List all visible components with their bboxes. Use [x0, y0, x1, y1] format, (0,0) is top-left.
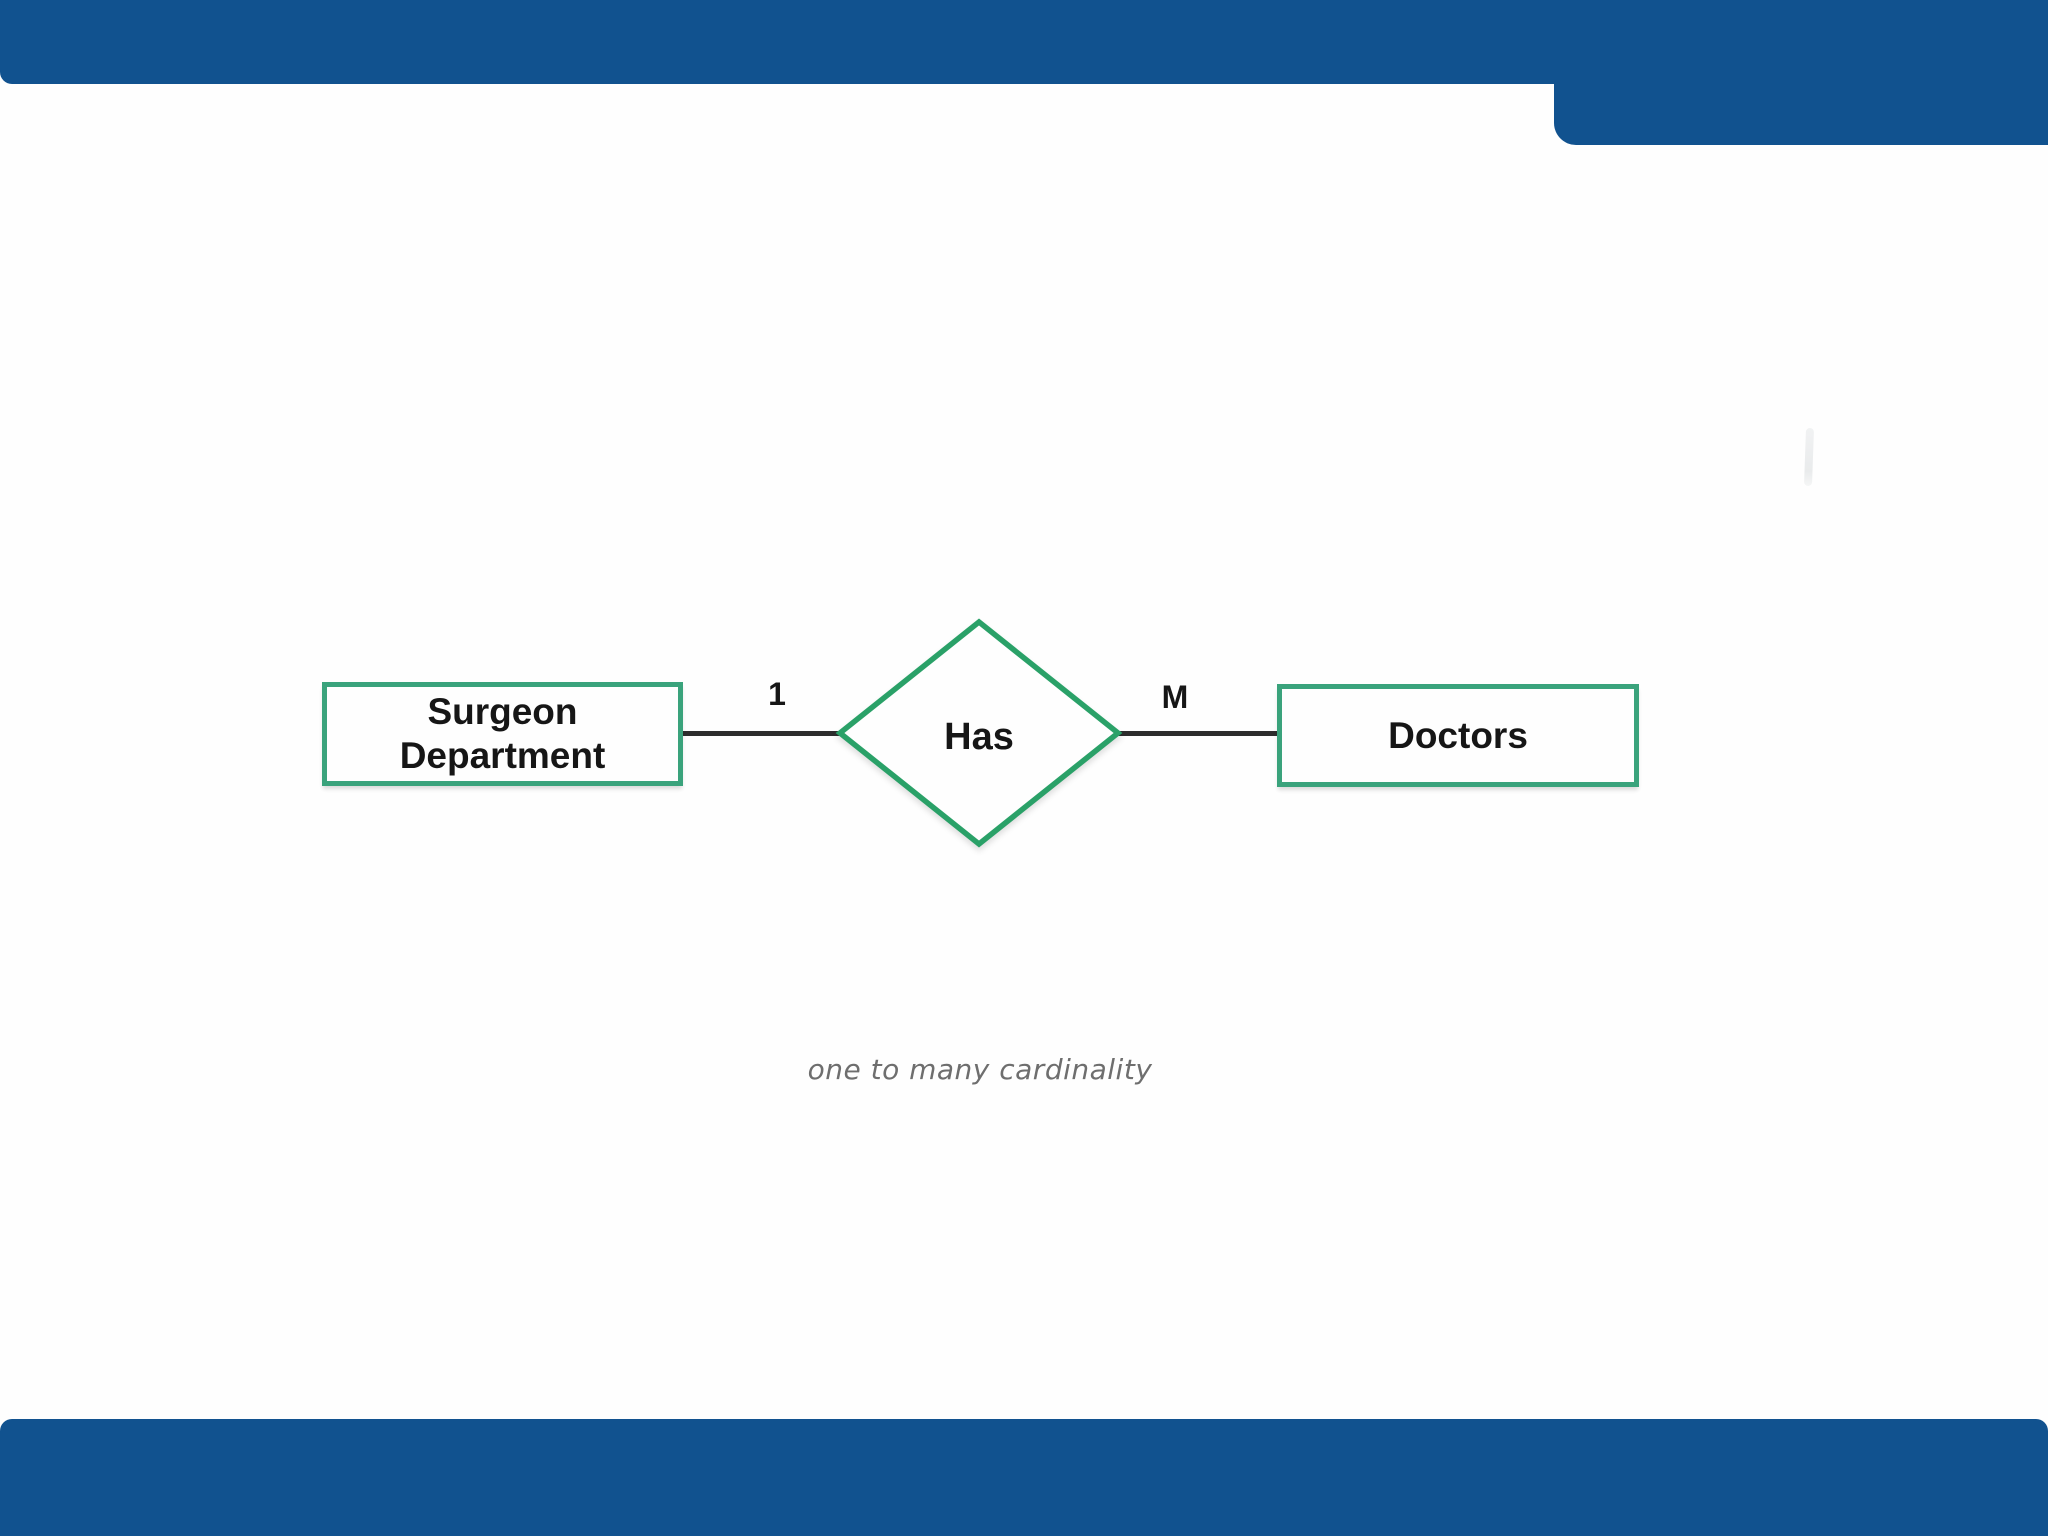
- cardinality-label-many: M: [1161, 679, 1189, 715]
- stray-pen-mark: [1803, 427, 1815, 487]
- connector-surgeon-to-has: [681, 731, 843, 736]
- entity-label-surgeon-department: Surgeon Department: [399, 691, 606, 776]
- bottom-banner: [0, 1419, 2048, 1536]
- connector-has-to-doctors: [1115, 731, 1279, 736]
- diagram-caption: one to many cardinality: [807, 1053, 1153, 1086]
- relationship-label: Has: [944, 715, 1014, 758]
- cardinality-label-one: 1: [768, 676, 786, 712]
- top-right-tab: [1554, 0, 2048, 145]
- entity-box-surgeon-department: Surgeon Department: [322, 682, 683, 786]
- relationship-diamond: [835, 618, 1123, 848]
- entity-box-doctors: Doctors: [1277, 684, 1639, 787]
- entity-label-doctors: Doctors: [1388, 714, 1528, 756]
